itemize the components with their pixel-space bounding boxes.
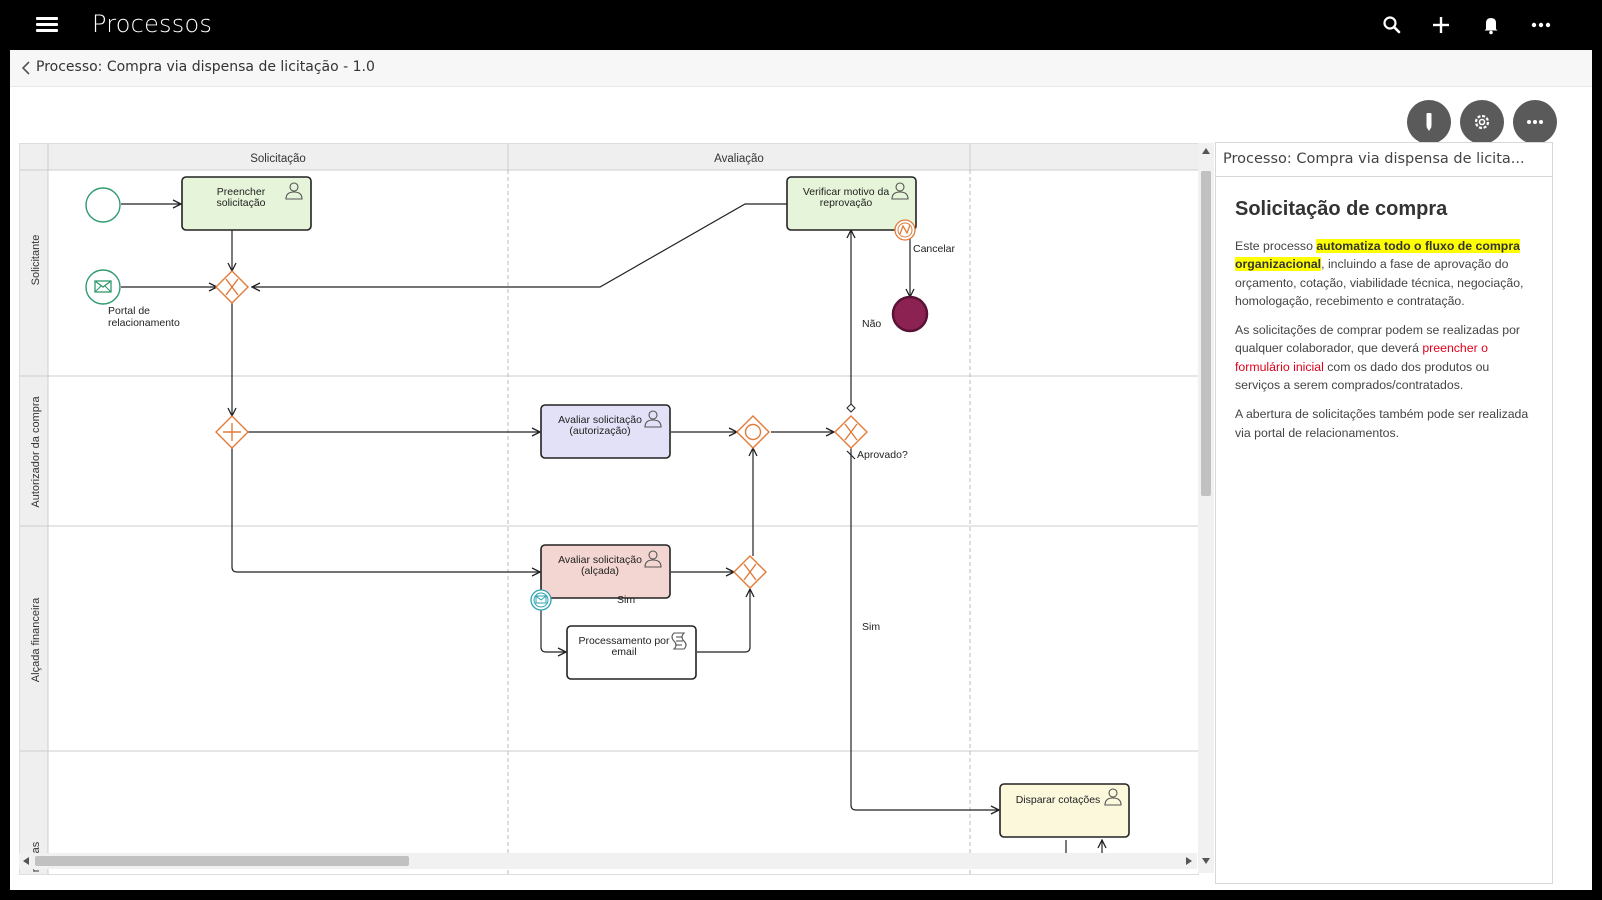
- diagram-horizontal-scrollbar[interactable]: [19, 853, 1197, 869]
- horizontal-scroll-thumb[interactable]: [35, 856, 409, 866]
- label-cancelar: Cancelar: [913, 243, 956, 255]
- svg-text:Disparar cotações: Disparar cotações: [1016, 794, 1101, 806]
- bpmn-diagram[interactable]: Solicitação Avaliação Solicitante Autori…: [19, 143, 1199, 875]
- user-icon: [1104, 788, 1122, 806]
- gear-icon: [1474, 114, 1490, 130]
- breadcrumb: Processo: Compra via dispensa de licitaç…: [10, 50, 1592, 87]
- phase-solicitacao: Solicitação: [250, 153, 306, 165]
- diagram-canvas: Solicitação Avaliação Solicitante Autori…: [20, 144, 1198, 874]
- lane-alcada: Alçada financeira: [30, 597, 42, 682]
- p2-post: com os dado dos produtos ou serviços a s…: [1235, 359, 1490, 393]
- gateway-parallel[interactable]: [215, 415, 249, 449]
- label-nao: Não: [862, 318, 881, 330]
- lane-solicitante: Solicitante: [30, 235, 42, 286]
- description-paragraph-1: Este processo automatiza todo o fluxo de…: [1235, 237, 1535, 310]
- lane-autorizador: Autorizador da compra: [30, 395, 42, 507]
- top-bar: Processos: [0, 0, 1602, 50]
- description-panel-header: Processo: Compra via dispensa de licita.…: [1216, 143, 1552, 177]
- end-event[interactable]: [891, 295, 929, 333]
- task-avaliar-autorizacao[interactable]: Avaliar solicitação(autorização): [540, 404, 671, 459]
- svg-text:Avaliar solicitação(alçada): Avaliar solicitação(alçada): [558, 554, 642, 577]
- svg-text:Avaliar solicitação(autorizaçã: Avaliar solicitação(autorização): [558, 414, 642, 437]
- search-icon[interactable]: [1379, 12, 1405, 38]
- phase-header-row: [20, 144, 1198, 170]
- gateway-inclusive[interactable]: [736, 415, 770, 449]
- pencil-icon: [1426, 113, 1432, 131]
- gateway-aprovado[interactable]: [834, 415, 868, 449]
- back-chevron-icon[interactable]: [20, 60, 32, 76]
- breadcrumb-title[interactable]: Processo: Compra via dispensa de licitaç…: [36, 59, 375, 75]
- boundary-message-event[interactable]: [530, 589, 552, 611]
- description-paragraph-3: A abertura de solicitações também pode s…: [1235, 407, 1529, 440]
- app-title: Processos: [92, 10, 213, 38]
- user-icon: [285, 182, 303, 200]
- more-options-button[interactable]: [1513, 100, 1557, 144]
- gateway-exclusive-1[interactable]: [215, 270, 249, 304]
- main-panel: Processo: Compra via dispensa de licitaç…: [10, 50, 1592, 890]
- description-paragraph-2: As solicitações de comprar podem se real…: [1235, 321, 1535, 394]
- bell-icon[interactable]: [1478, 12, 1504, 38]
- description-title: Solicitação de compra: [1235, 198, 1448, 220]
- phase-avaliacao: Avaliação: [714, 153, 764, 165]
- diagram-vertical-scrollbar[interactable]: [1198, 143, 1214, 873]
- more-icon[interactable]: [1528, 12, 1554, 38]
- user-icon: [891, 182, 909, 200]
- edit-button[interactable]: [1407, 100, 1451, 144]
- p1-pre: Este processo: [1235, 239, 1317, 253]
- label-sim-1: Sim: [617, 594, 635, 606]
- description-panel-header-text: Processo: Compra via dispensa de licita.…: [1223, 151, 1525, 167]
- description-body: Solicitação de compra Este processo auto…: [1235, 198, 1535, 453]
- envelope-icon: [94, 280, 112, 293]
- boundary-cancel-event[interactable]: [894, 219, 916, 241]
- description-panel: Processo: Compra via dispensa de licita.…: [1215, 142, 1553, 884]
- gateway-exclusive-alcada[interactable]: [733, 555, 767, 589]
- script-icon: [671, 632, 687, 650]
- p2-pre: As solicitações de comprar podem se real…: [1235, 323, 1521, 356]
- menu-icon[interactable]: [36, 14, 58, 36]
- task-disparar[interactable]: Disparar cotações: [999, 783, 1130, 838]
- settings-button[interactable]: [1460, 100, 1504, 144]
- start-event[interactable]: [85, 187, 121, 223]
- plus-icon[interactable]: [1428, 12, 1454, 38]
- label-sim-2: Sim: [862, 621, 880, 633]
- vertical-scroll-thumb[interactable]: [1201, 171, 1211, 496]
- lane-header-column: [20, 144, 48, 874]
- user-icon: [644, 410, 662, 428]
- user-icon: [644, 550, 662, 568]
- more-icon: [1527, 120, 1543, 124]
- p1-post: , incluindo a fase de aprovação do orçam…: [1235, 257, 1524, 308]
- p2-red-text: preencher o formulário inicial: [1235, 341, 1488, 374]
- label-aprovado: Aprovado?: [857, 449, 908, 461]
- task-avaliar-alcada[interactable]: Avaliar solicitação(alçada): [540, 544, 671, 599]
